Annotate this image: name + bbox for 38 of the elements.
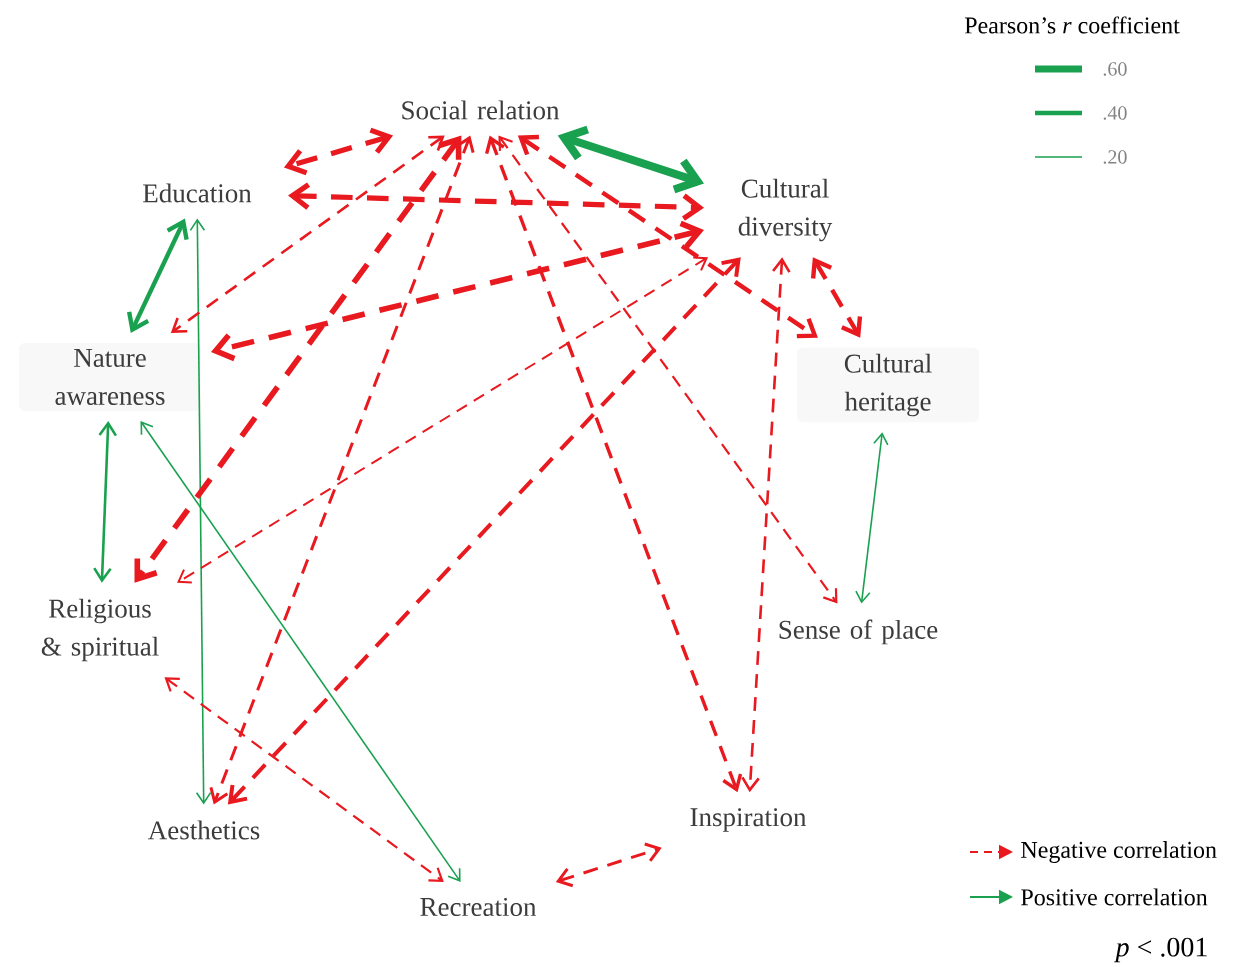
arrow (485, 135, 743, 793)
arrow (170, 135, 445, 333)
arrow (211, 220, 704, 362)
concept-label: Religious & spiritual (41, 598, 159, 662)
concept-box: Nature awareness (19, 343, 201, 411)
arrow (227, 257, 741, 805)
arrow (140, 420, 461, 882)
concept-label: Aesthetics (148, 820, 260, 840)
concept-box: Cultural heritage (797, 347, 979, 423)
legend-label: Positive correlation (1021, 888, 1208, 906)
legend-label: .20 (1103, 150, 1127, 164)
arrow (557, 125, 704, 194)
arrow (741, 257, 791, 793)
concept-label: Sense of place (779, 619, 938, 645)
arrow (288, 182, 704, 221)
concept-label: Cultural diversity (738, 178, 833, 242)
arrow (517, 134, 818, 339)
concept-label: Education (143, 183, 252, 203)
arrow (127, 218, 189, 334)
arrow (177, 256, 709, 584)
arrow (209, 135, 475, 805)
arrow (555, 842, 662, 888)
arrow (810, 257, 863, 338)
legend-title: Pearson’s r coefficient (964, 16, 1180, 34)
arrow (134, 135, 462, 583)
legend-label: .40 (1103, 106, 1127, 120)
concept-label: Recreation (420, 897, 537, 917)
arrow (189, 218, 212, 805)
arrow (93, 420, 117, 583)
concept-label: Social relation (402, 100, 560, 120)
significance-note: p < .001 (1114, 937, 1207, 963)
arrow (164, 677, 444, 882)
arrow (498, 135, 838, 604)
concept-label: Inspiration (690, 808, 807, 832)
arrow (283, 127, 394, 176)
legend-label: Negative correlation (1021, 841, 1217, 863)
arrow (855, 432, 889, 604)
legend-label: .60 (1103, 62, 1127, 76)
